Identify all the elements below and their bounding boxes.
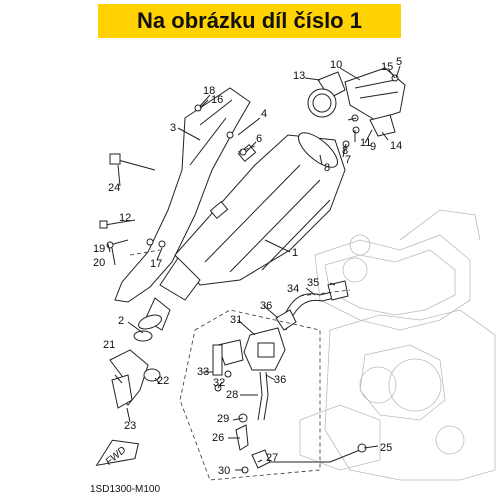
callout-28: 28 [226,389,238,401]
guide-lines [129,144,351,481]
callout-6: 6 [256,133,262,145]
callout-31: 31 [230,314,242,326]
callout-34: 34 [287,283,299,295]
callout-18: 18 [203,85,215,97]
callout-27: 27 [266,452,278,464]
callout-9: 9 [370,141,376,153]
callout-4: 4 [261,108,267,120]
callout-10: 10 [330,59,342,71]
callout-11: 11 [360,137,371,149]
callout-12: 12 [119,212,131,224]
callout-14: 14 [390,140,402,152]
callout-29: 29 [217,413,229,425]
muffler-protector [114,87,251,303]
leader-lines [107,65,401,471]
engine-block-ghost [299,209,496,481]
callout-16: 16 [211,94,223,106]
callout-8b: 8 [324,162,330,174]
title-banner: Na obrázku díl číslo 1 [98,4,401,38]
callout-25: 25 [380,442,392,454]
callout-5: 5 [396,56,402,68]
callout-23: 23 [124,420,136,432]
fwd-arrow: FWD [95,439,140,468]
callout-22: 22 [157,375,169,387]
callout-20: 20 [93,257,105,269]
callout-36b: 36 [274,374,286,386]
air-induction-assembly [212,280,367,474]
callout-33: 33 [197,366,209,378]
diagram-code: 1SD1300-M100 [90,484,161,495]
callout-21: 21 [103,339,115,351]
callout-26: 26 [212,432,224,444]
callout-15: 15 [381,61,393,73]
exhaust-pipe [109,314,162,409]
end-cap-assembly [307,67,406,148]
callout-2: 2 [118,315,124,327]
callout-3: 3 [170,122,176,134]
callout-19: 19 [93,243,105,255]
callout-17: 17 [150,258,162,270]
callout-30: 30 [218,465,230,477]
title-text: Na obrázku díl číslo 1 [137,8,362,33]
bolts-left [99,148,247,249]
callout-35: 35 [307,277,319,289]
callout-8a: 8 [342,145,348,157]
callout-24: 24 [108,182,120,194]
callout-32: 32 [213,377,225,389]
callout-13: 13 [293,70,305,82]
callout-7: 7 [345,154,351,166]
callout-1: 1 [292,247,298,259]
callout-36a: 36 [260,300,272,312]
callout-numbers: 1 2 3 4 5 6 7 8 8 9 10 11 12 13 14 15 16… [93,56,402,477]
